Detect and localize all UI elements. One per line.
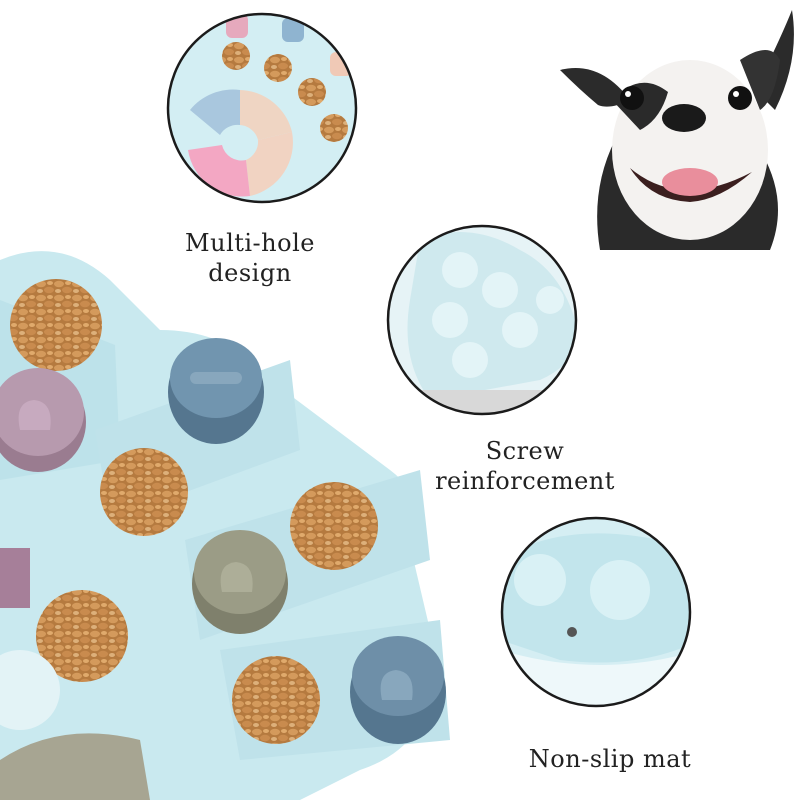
dog-photo	[560, 10, 794, 250]
caption-line: reinforcement	[435, 467, 615, 495]
paw-icon	[380, 670, 413, 700]
blue-lid-2	[350, 636, 446, 744]
caption-line: Multi-hole	[185, 229, 315, 257]
detail-screw	[386, 224, 578, 416]
caption-line: design	[208, 259, 292, 287]
detail-non-slip	[500, 516, 692, 708]
caption-multi-hole: Multi-hole design	[170, 228, 330, 288]
caption-screw-reinforcement: Screw reinforcement	[410, 436, 640, 496]
detail-multi-hole	[166, 12, 358, 204]
olive-lid	[192, 530, 288, 634]
puzzle-feeder	[0, 251, 450, 800]
caption-non-slip-mat: Non-slip mat	[500, 744, 720, 774]
caption-line: Non-slip mat	[528, 745, 692, 773]
paw-icon	[18, 400, 51, 430]
blue-lid	[168, 338, 264, 444]
bone-icon	[190, 372, 242, 384]
purple-lid	[0, 368, 86, 472]
paw-icon	[220, 562, 253, 592]
caption-line: Screw	[485, 437, 565, 465]
